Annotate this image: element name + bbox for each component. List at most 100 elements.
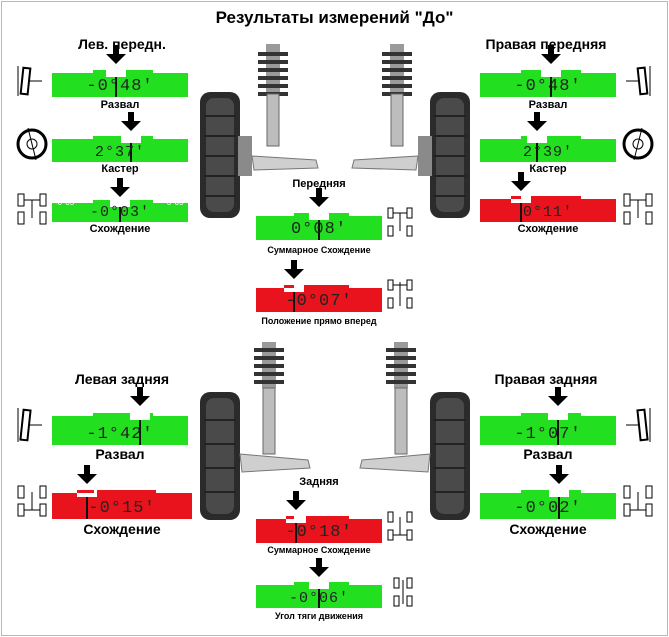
rear-right-camber-label: Развал xyxy=(523,446,573,462)
gauge-marker xyxy=(130,143,132,162)
camber-icon xyxy=(17,408,42,442)
rear-left-camber-label: Развал xyxy=(95,446,145,462)
gauge-value: 0°11' xyxy=(522,204,573,221)
gauge-bar xyxy=(52,413,188,445)
gauge-value: -0°18' xyxy=(285,523,353,542)
gauge-bar xyxy=(52,136,188,162)
gauge-value: -1°07' xyxy=(514,425,582,444)
gauge-min-label: -0°10' xyxy=(259,208,280,217)
camber-icon xyxy=(626,408,651,442)
gauge-value: -0°48' xyxy=(514,77,582,96)
pointer-arrow-icon xyxy=(77,465,97,484)
gauge-bar xyxy=(480,413,616,445)
toe-icon xyxy=(17,193,47,225)
gauge-marker xyxy=(318,220,320,240)
toe-icon xyxy=(393,577,413,607)
straight-ahead-label: Положение прямо вперед xyxy=(261,316,377,326)
gauge-value: -0°03' xyxy=(89,204,150,221)
toe-icon xyxy=(623,485,653,517)
gauge-marker xyxy=(558,497,560,519)
gauge-min-label: 3°45' xyxy=(55,132,74,141)
straight-ahead-gauge: -0°03'0°03'-0°07' xyxy=(256,278,382,312)
gauge-max-label: 0°10' xyxy=(360,208,379,217)
pointer-arrow-icon xyxy=(309,558,329,577)
toe-icon xyxy=(387,511,413,541)
gauge-scale xyxy=(52,200,188,222)
gauge-min-label: 2°15' xyxy=(483,132,502,141)
toe-icon xyxy=(387,207,413,237)
rear-left-toe-gauge: -0°06'0°19'-0°15' xyxy=(52,483,192,519)
rear-right-toe-label: Схождение xyxy=(509,521,587,537)
front-left-caster-gauge: 3°45'2°15'2°37' xyxy=(52,130,188,162)
pointer-arrow-icon xyxy=(130,387,150,406)
pointer-arrow-icon xyxy=(106,45,126,64)
gauge-min-label: -1°50' xyxy=(483,407,504,416)
gauge-value: 2°39' xyxy=(522,144,573,161)
rear-total-toe-gauge: -0°12'0°38'-0°18' xyxy=(256,509,382,543)
gauge-scale xyxy=(480,70,616,97)
gauge-min-label: 0°05' xyxy=(483,192,502,201)
gauge-bar xyxy=(480,490,616,519)
gauge-min-label: -0°10' xyxy=(55,65,76,74)
rear-total-toe-label: Суммарное Схождение xyxy=(267,545,371,555)
front-right-toe-gauge: 0°05'-0°5'0°11' xyxy=(480,190,616,222)
rear-suspension-illustration xyxy=(200,342,470,520)
pointer-arrow-icon xyxy=(541,45,561,64)
gauge-scale xyxy=(480,196,616,222)
thrust-angle-gauge: -0°13'0°13'-0°06' xyxy=(256,576,382,608)
rear-left-camber-gauge: -0°50'-1°50'-1°42' xyxy=(52,405,188,445)
gauge-bar xyxy=(256,285,382,312)
gauge-value: -0°06' xyxy=(288,590,349,607)
caster-icon xyxy=(622,127,654,161)
front-suspension-illustration xyxy=(200,44,470,218)
front-left-camber-gauge: -0°10' -1°40' -0°48' xyxy=(52,63,188,97)
gauge-bar xyxy=(480,136,616,162)
front-right-toe-label: Схождение xyxy=(517,223,579,235)
gauge-scale xyxy=(256,213,382,240)
pointer-arrow-icon xyxy=(549,465,569,484)
gauge-value: -0°02' xyxy=(514,499,582,518)
gauge-min-label: -0°12' xyxy=(259,511,280,520)
gauge-max-label: 3°45' xyxy=(594,132,613,141)
gauge-marker xyxy=(550,77,552,97)
gauge-value: 2°37' xyxy=(94,144,145,161)
toe-icon xyxy=(623,193,653,225)
front-right-caster-label: Кастер xyxy=(529,163,567,175)
rear-axle-label: Задняя xyxy=(299,476,339,488)
gauge-marker xyxy=(295,523,297,543)
gauge-marker xyxy=(115,77,117,97)
gauge-min-label: -0°50' xyxy=(55,407,76,416)
gauge-value: 0°08' xyxy=(290,220,347,239)
pointer-arrow-icon xyxy=(309,188,329,207)
gauge-marker xyxy=(520,203,522,222)
gauge-scale xyxy=(256,516,382,543)
front-left-camber-label: Развал xyxy=(100,99,140,111)
front-left-toe-gauge: -0°05'0°05'-0°03' xyxy=(52,196,188,222)
gauge-max-label: -0°10' xyxy=(592,65,613,74)
gauge-scale xyxy=(480,413,616,445)
pointer-arrow-icon xyxy=(284,260,304,279)
gauge-max-label: 0°19' xyxy=(170,485,189,494)
page-title: Результаты измерений "До" xyxy=(215,8,454,27)
gauge-scale xyxy=(480,136,616,162)
toe-icon xyxy=(387,279,413,309)
gauge-value: -0°48' xyxy=(86,77,154,96)
pointer-arrow-icon xyxy=(110,178,130,197)
caster-icon xyxy=(16,127,48,161)
thrust-angle-label: Угол тяги движения xyxy=(274,611,364,621)
camber-icon xyxy=(626,66,651,96)
pointer-arrow-icon xyxy=(511,172,531,191)
pointer-arrow-icon xyxy=(286,491,306,510)
gauge-max-label: 0°05' xyxy=(166,198,185,207)
gauge-max-label: -1°50' xyxy=(164,407,185,416)
gauge-bar xyxy=(256,516,382,543)
gauge-max-label: -1°40' xyxy=(164,65,185,74)
camber-icon xyxy=(17,66,42,96)
front-right-camber-label: Развал xyxy=(528,99,568,111)
gauge-scale xyxy=(480,490,616,519)
front-left-toe-label: Схождение xyxy=(89,223,151,235)
front-left-header: Лев. передн. xyxy=(78,36,166,52)
gauge-scale xyxy=(256,582,382,608)
gauge-marker xyxy=(86,497,88,519)
